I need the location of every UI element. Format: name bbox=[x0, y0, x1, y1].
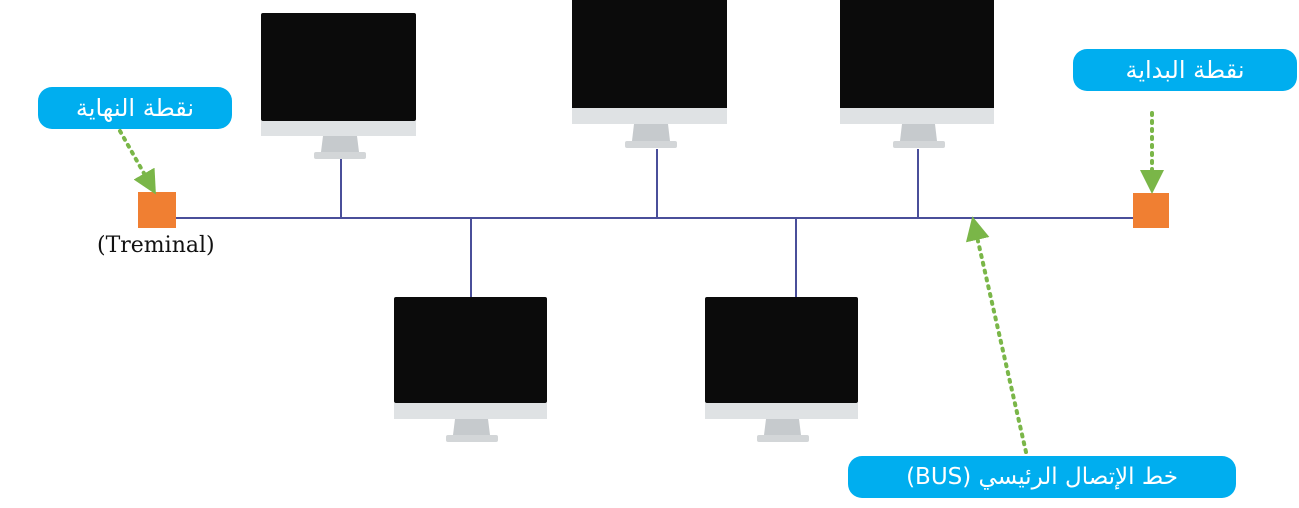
computer-monitor-2 bbox=[572, 0, 727, 148]
computer-monitor-4 bbox=[394, 297, 547, 442]
terminator-start bbox=[1133, 193, 1169, 228]
start-point-label: نقطة البداية bbox=[1073, 49, 1297, 91]
computer-monitor-3 bbox=[840, 0, 994, 148]
pointer-end bbox=[118, 129, 156, 195]
terminator-end bbox=[138, 192, 176, 228]
pointer-bus bbox=[965, 216, 1028, 454]
terminal-label: (Treminal) bbox=[97, 233, 215, 258]
computer-monitor-5 bbox=[705, 297, 858, 442]
computer-monitor-1 bbox=[261, 13, 416, 159]
end-point-label: نقطة النهاية bbox=[38, 87, 232, 129]
bus-line-label: خط الإتصال الرئيسي (BUS) bbox=[848, 456, 1236, 498]
